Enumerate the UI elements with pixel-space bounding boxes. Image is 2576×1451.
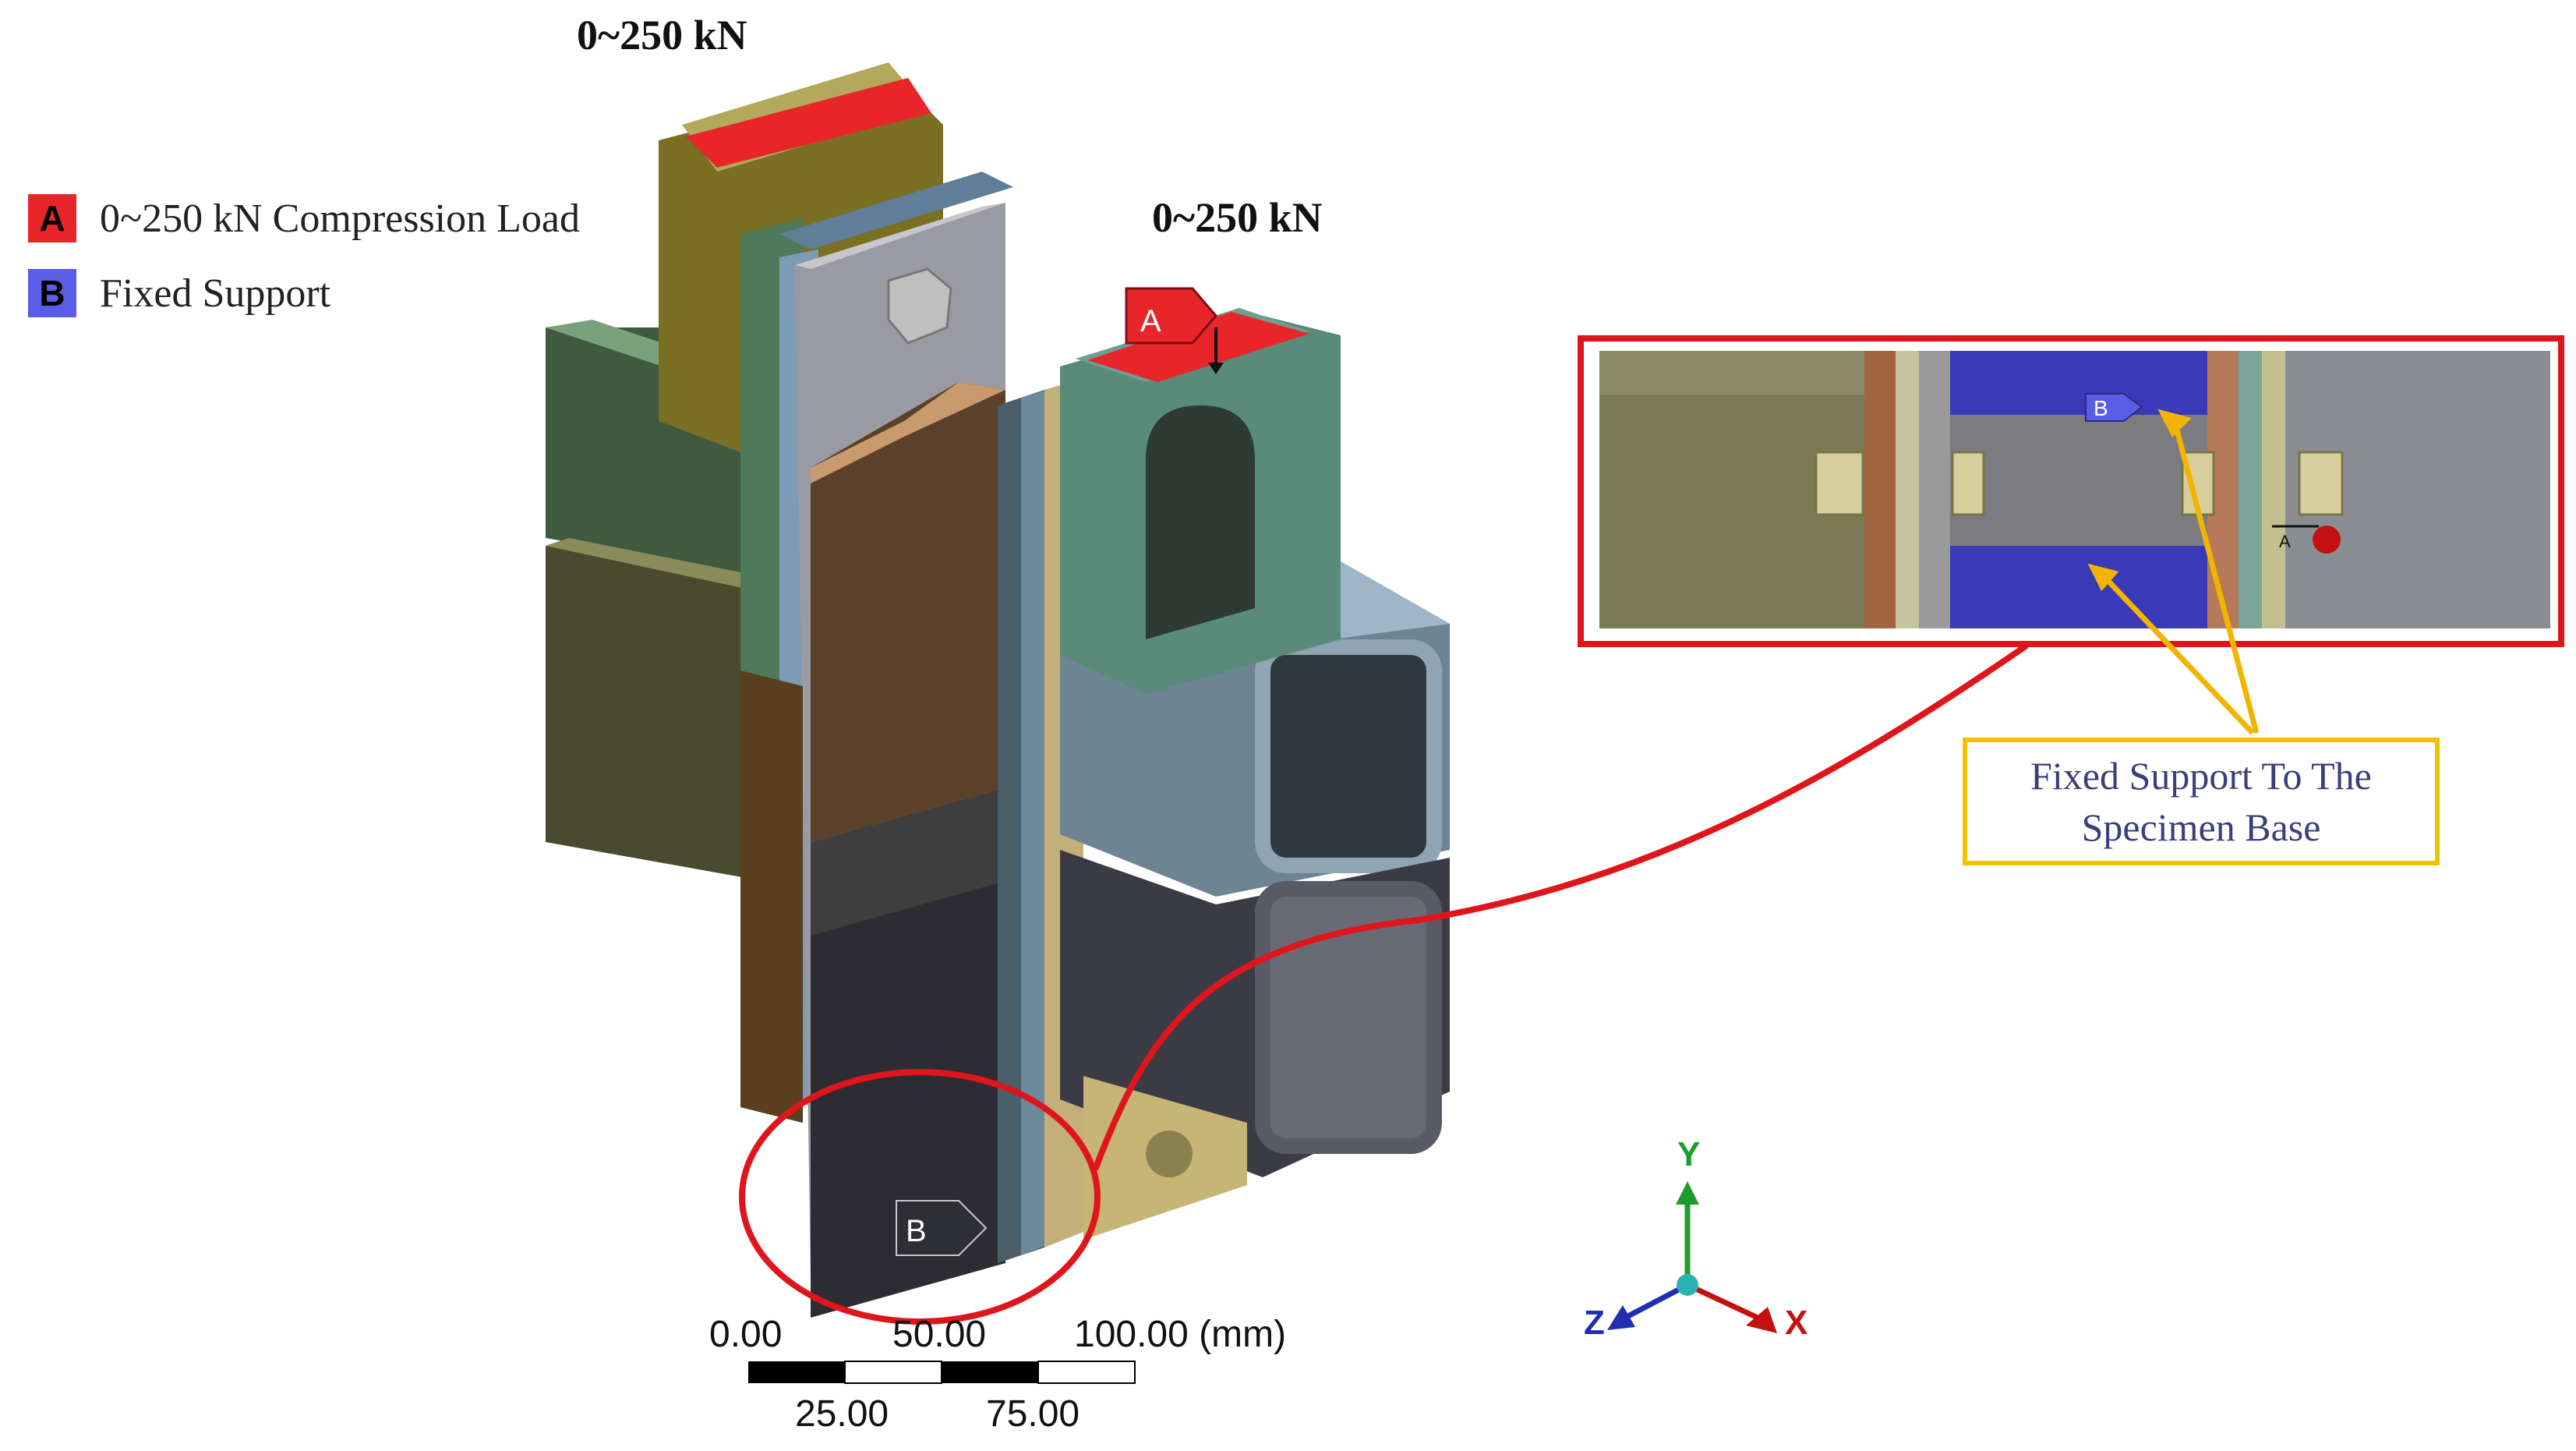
- scale-label-0: 0.00: [709, 1314, 783, 1355]
- inset-load-marker: A: [2279, 532, 2291, 551]
- axis-label-x: X: [1785, 1304, 1808, 1342]
- load-marker-letter: A: [1140, 304, 1161, 338]
- legend-badge-a: A: [28, 194, 76, 242]
- inset-frame: [1578, 335, 2564, 647]
- support-marker-letter: B: [906, 1214, 927, 1248]
- inset-support-face-top: [1950, 351, 2207, 415]
- base-plate: [1083, 1076, 1247, 1240]
- connector-line: [1092, 642, 2029, 1171]
- legend-label-load: 0~250 kN Compression Load: [100, 196, 580, 241]
- legend: A 0~250 kN Compression Load B Fixed Supp…: [28, 181, 580, 331]
- legend-item-load: A 0~250 kN Compression Load: [28, 181, 580, 256]
- legend-item-support: B Fixed Support: [28, 256, 580, 331]
- scale-label-50: 50.00: [892, 1314, 987, 1355]
- callout-line-2: Specimen Base: [2081, 805, 2321, 849]
- bolt-head: [887, 267, 952, 345]
- center-block: [811, 382, 1005, 1318]
- axis-triad: [1607, 1181, 1777, 1333]
- left-tube-lower: [546, 538, 764, 881]
- left-load-title: 0~250 kN: [577, 12, 747, 58]
- base-bolt: [1146, 1131, 1193, 1177]
- left-load-face: [686, 78, 931, 168]
- scale-label-75: 75.00: [986, 1393, 1080, 1435]
- legend-badge-b: B: [28, 269, 76, 317]
- support-callout: Fixed Support To The Specimen Base: [1963, 738, 2440, 865]
- scale-label-25: 25.00: [795, 1393, 889, 1435]
- right-load-title: 0~250 kN: [1152, 194, 1323, 241]
- axis-label-y: Y: [1677, 1135, 1701, 1173]
- right-loading-clevis: [1060, 308, 1341, 694]
- highlight-ellipse: [739, 1069, 1101, 1325]
- load-marker: [1125, 287, 1224, 374]
- scale-label-100: 100.00 (mm): [1074, 1314, 1287, 1355]
- callout-line-1: Fixed Support To The: [2030, 754, 2372, 798]
- inset-detail: [1578, 335, 2564, 647]
- inset-support-marker: B: [2094, 396, 2108, 420]
- inset-support-face-bottom: [1950, 546, 2207, 628]
- callout-arrows: [2087, 409, 2260, 735]
- axis-label-z: Z: [1584, 1304, 1605, 1342]
- support-marker: [896, 1200, 988, 1256]
- legend-label-support: Fixed Support: [100, 271, 331, 316]
- scale-bar: [748, 1361, 1136, 1384]
- right-load-face: [1087, 312, 1309, 382]
